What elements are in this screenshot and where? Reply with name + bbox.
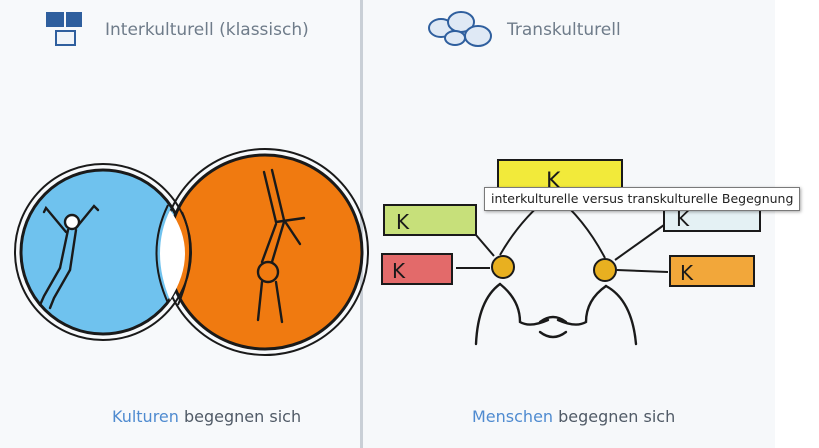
left-caption-rest: begegnen sich: [178, 407, 302, 426]
person-bodies: [474, 282, 638, 346]
person-heads: [491, 255, 617, 282]
left-caption: Kulturen begegnen sich: [112, 407, 301, 426]
right-caption-accent: Menschen: [472, 407, 554, 426]
svg-text:K: K: [392, 259, 406, 283]
right-caption-rest: begegnen sich: [553, 407, 676, 426]
svg-text:K: K: [676, 207, 690, 231]
k-box-lower-right: K: [669, 255, 755, 287]
k-box-upper-left: K: [383, 204, 477, 236]
svg-text:K: K: [396, 210, 410, 234]
left-title: Interkulturell (klassisch): [105, 20, 309, 40]
image-tooltip: interkulturelle versus transkulturelle B…: [484, 187, 801, 211]
clouds-icon: [428, 11, 492, 47]
grid-squares-icon: [46, 12, 82, 46]
left-caption-accent: Kulturen: [112, 407, 179, 426]
stick-figure-left: [38, 204, 100, 310]
right-caption: Menschen begegnen sich: [472, 407, 675, 426]
right-title: Transkulturell: [507, 20, 621, 40]
panel-divider: [360, 0, 363, 448]
svg-text:K: K: [680, 261, 694, 285]
stick-figure-right: [256, 168, 306, 324]
k-box-lower-left: K: [381, 253, 453, 285]
culture-circles: [14, 148, 369, 356]
